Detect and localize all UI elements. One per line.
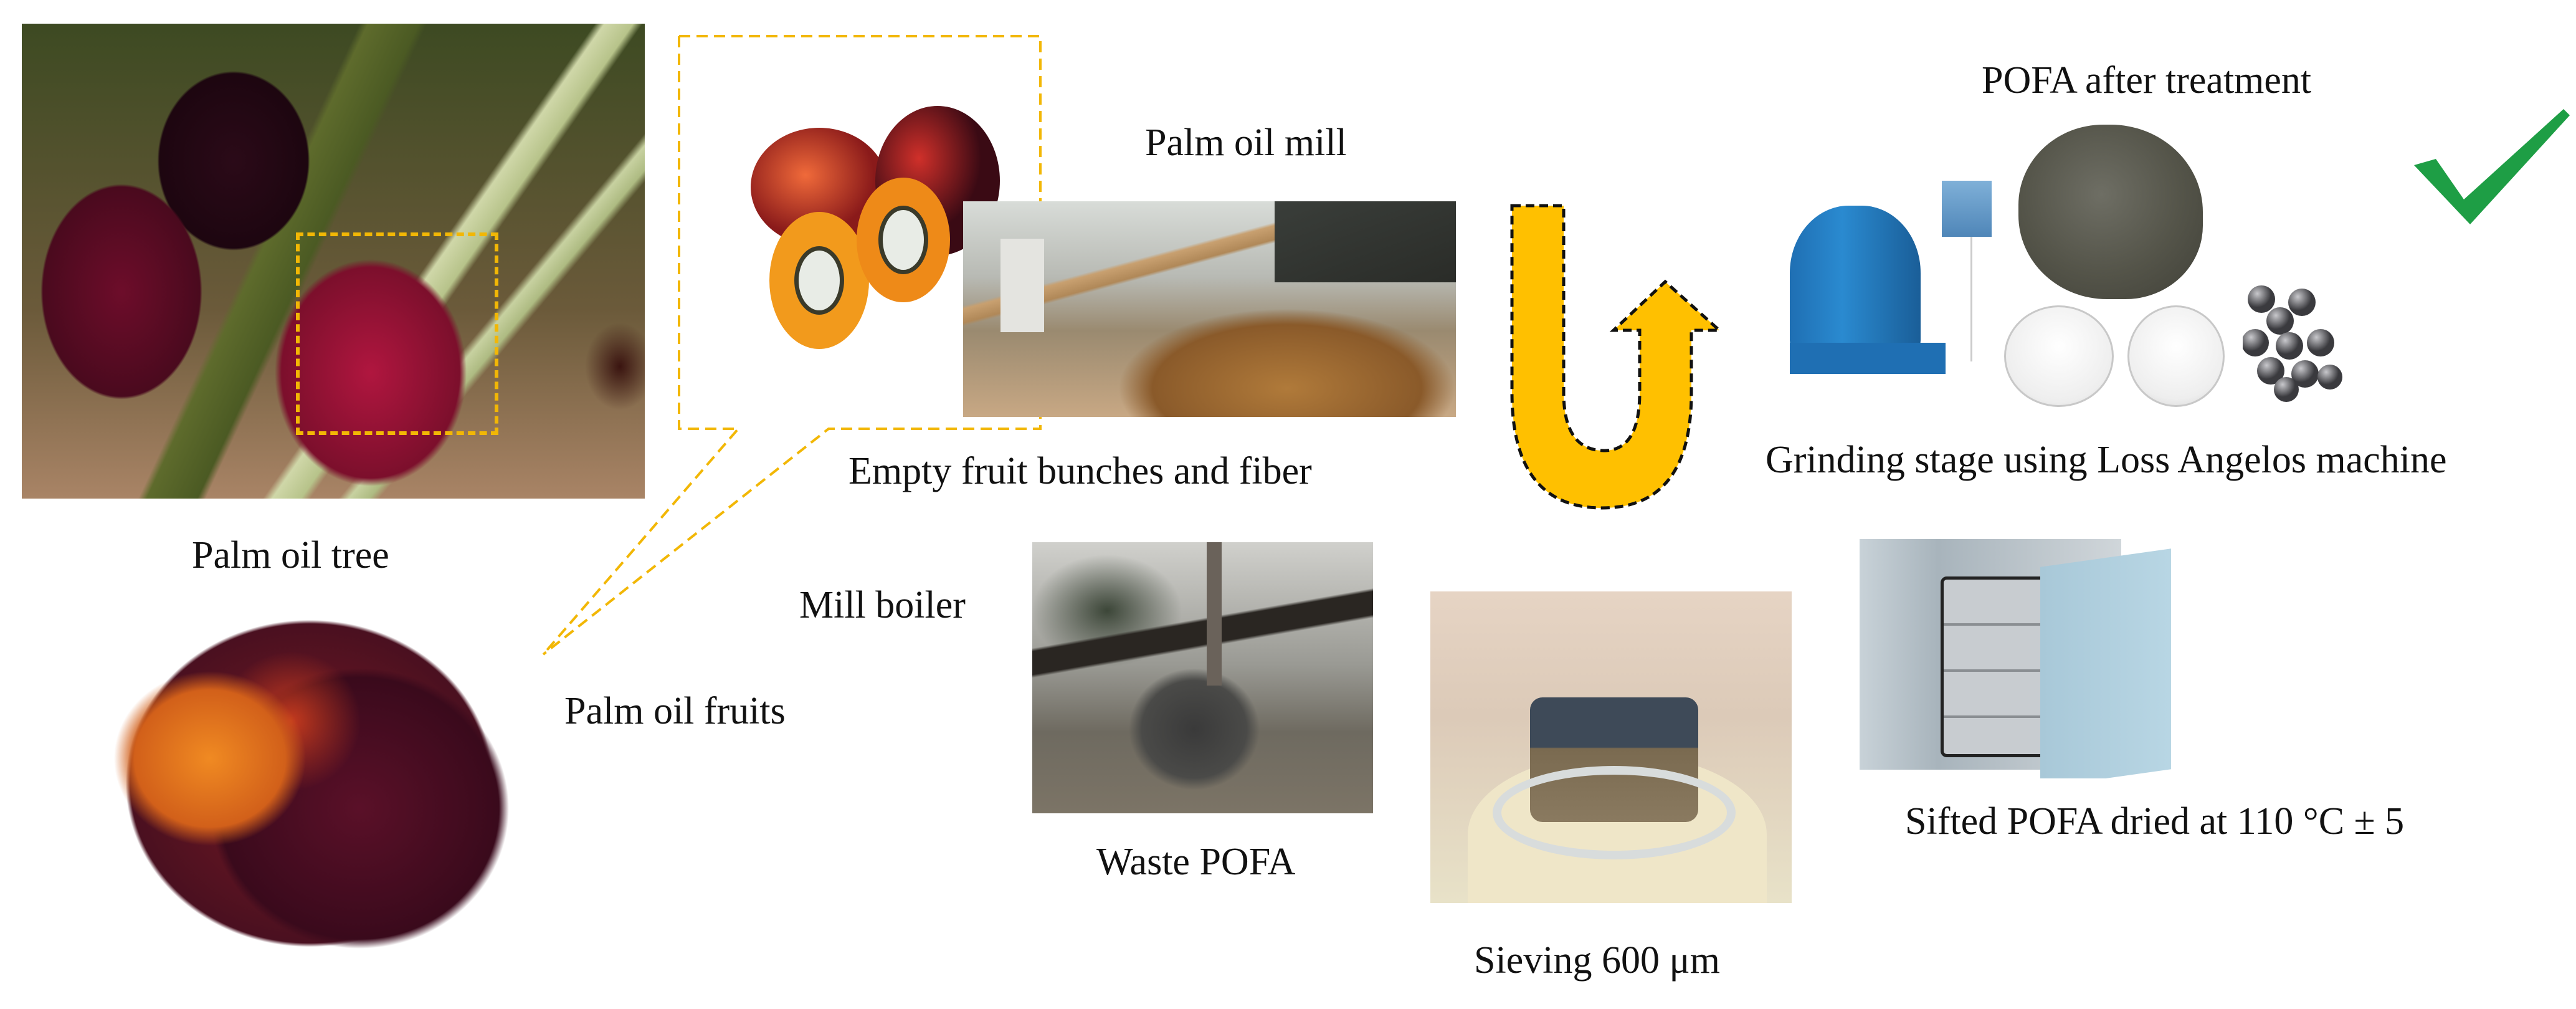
palm-oil-mill-photo [963, 201, 1456, 417]
machine-base [1790, 343, 1946, 374]
sliced-palm-fruits-photo [738, 81, 1000, 405]
waste-pofa-photo [1032, 542, 1373, 813]
los-angeles-machine-photo [1790, 181, 1995, 377]
mill-boiler-label: Mill boiler [799, 584, 966, 626]
chimney-shape [1207, 542, 1222, 686]
grinding-stage-label: Grinding stage using Loss Angelos machin… [1766, 439, 2447, 481]
sieve-ring [1493, 766, 1736, 859]
grinding-diagram-circle-1 [2004, 305, 2114, 407]
palm-oil-fruit-bunch-photo [92, 596, 528, 970]
machine-drum [1790, 206, 1921, 355]
control-box [1942, 181, 1992, 237]
drying-oven-photo [1841, 533, 2177, 778]
sieve-photo [1430, 591, 1792, 903]
silo-shape [1000, 239, 1044, 332]
palm-oil-tree-photo [22, 24, 645, 499]
palm-oil-fruits-label: Palm oil fruits [564, 690, 786, 732]
empty-fruit-bunches-label: Empty fruit bunches and fiber [848, 450, 1312, 492]
palm-oil-tree-label: Palm oil tree [192, 534, 389, 576]
steel-balls-photo [2243, 285, 2342, 402]
oven-interior [1941, 576, 2046, 757]
pofa-after-treatment-label: POFA after treatment [1982, 59, 2312, 102]
mill-roof-shape [1275, 201, 1456, 282]
checkmark-icon [2414, 109, 2570, 224]
treated-pofa-powder-photo [2018, 125, 2203, 299]
grinding-diagram-circle-2 [2127, 305, 2225, 407]
sieving-label: Sieving 600 μm [1474, 939, 1720, 982]
oven-door [2040, 548, 2171, 778]
waste-pofa-label: Waste POFA [1096, 841, 1296, 883]
palm-oil-mill-label: Palm oil mill [1145, 122, 1347, 164]
zoom-highlight-box [296, 232, 498, 435]
control-cable [1970, 237, 1972, 361]
u-turn-arrow-icon [1510, 204, 1724, 510]
sifted-pofa-dried-label: Sifted POFA dried at 110 °C ± 5 [1905, 800, 2405, 843]
